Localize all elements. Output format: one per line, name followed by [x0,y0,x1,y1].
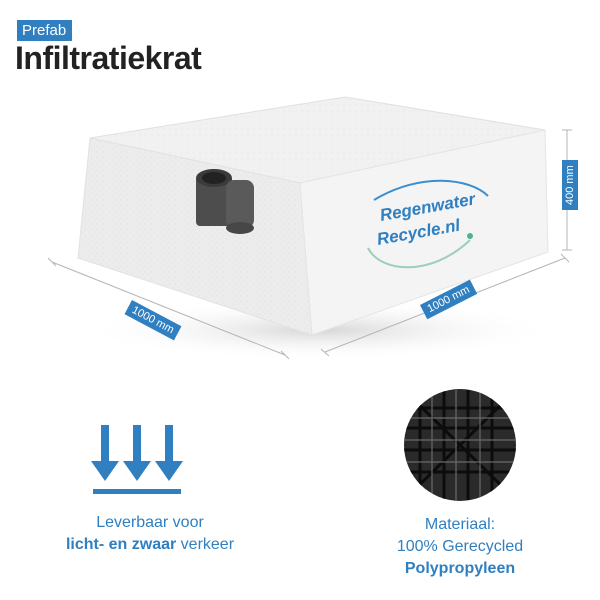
crate-grid-icon [404,389,516,501]
dimension-label-height: 400 mm [562,160,578,210]
material-line2: 100% Gerecycled [396,538,524,555]
traffic-feature: Leverbaar voor licht- en zwaar verkeer [30,512,270,556]
traffic-line2: licht- en zwaar verkeer [30,534,270,556]
material-feature: Materiaal: 100% Gerecycled Polypropyleen [370,514,550,580]
crate-right-face [299,129,549,336]
traffic-line1: Leverbaar voor [96,514,204,531]
prefab-badge: Prefab [17,20,73,41]
material-line1: Materiaal: [424,516,496,533]
traffic-rest: verkeer [176,536,235,553]
traffic-bold: licht- en zwaar [65,536,177,553]
pipe-connection [196,169,254,234]
down-arrows-icon [91,425,183,494]
material-line3: Polypropyleen [404,560,516,577]
page-title: Infiltratiekrat [15,40,202,76]
